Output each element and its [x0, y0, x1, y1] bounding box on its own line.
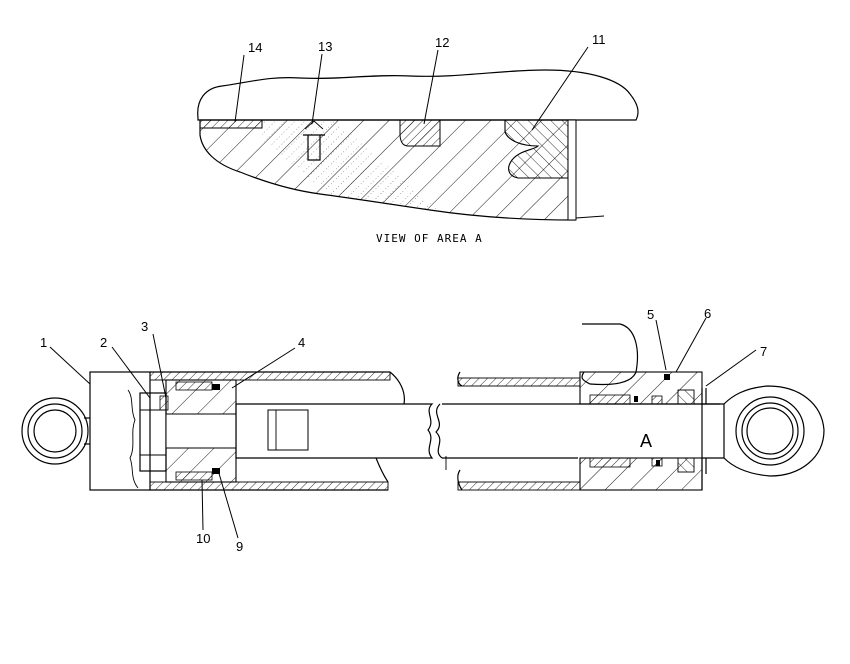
callout-13: 13: [318, 39, 332, 54]
detail-dotted-zone: [262, 120, 440, 212]
callout-4: 4: [298, 335, 305, 350]
barrel-wall-top: [149, 371, 391, 381]
callout-14: 14: [248, 40, 262, 55]
callout-1: 1: [40, 335, 47, 350]
detail-ring-14: [199, 119, 263, 129]
callout-11: 11: [592, 32, 606, 47]
detail-pin-13: [303, 134, 325, 161]
piston-rod: [235, 403, 434, 459]
callout-6: 6: [704, 306, 711, 321]
detail-seal-12: [399, 119, 441, 147]
main-view: A 1 2 3 4 5 6 7 10 9: [21, 306, 825, 554]
right-rod-eye: [723, 385, 825, 477]
detail-seal-11: [504, 119, 569, 179]
left-rod-eye: [21, 397, 90, 465]
area-marker-a: A: [640, 431, 652, 451]
detail-rod: [197, 69, 639, 121]
callout-3: 3: [141, 319, 148, 334]
callout-2: 2: [100, 335, 107, 350]
callout-7: 7: [760, 344, 767, 359]
detail-view: 14 13 12 11 VIEW OF AREA A: [197, 32, 639, 245]
callout-9: 9: [236, 539, 243, 554]
detail-caption: VIEW OF AREA A: [376, 232, 483, 245]
callout-12: 12: [435, 35, 449, 50]
barrel-wall-bottom: [149, 481, 389, 491]
head-end-cap: [89, 371, 151, 491]
callout-10: 10: [196, 531, 210, 546]
callout-5: 5: [647, 307, 654, 322]
